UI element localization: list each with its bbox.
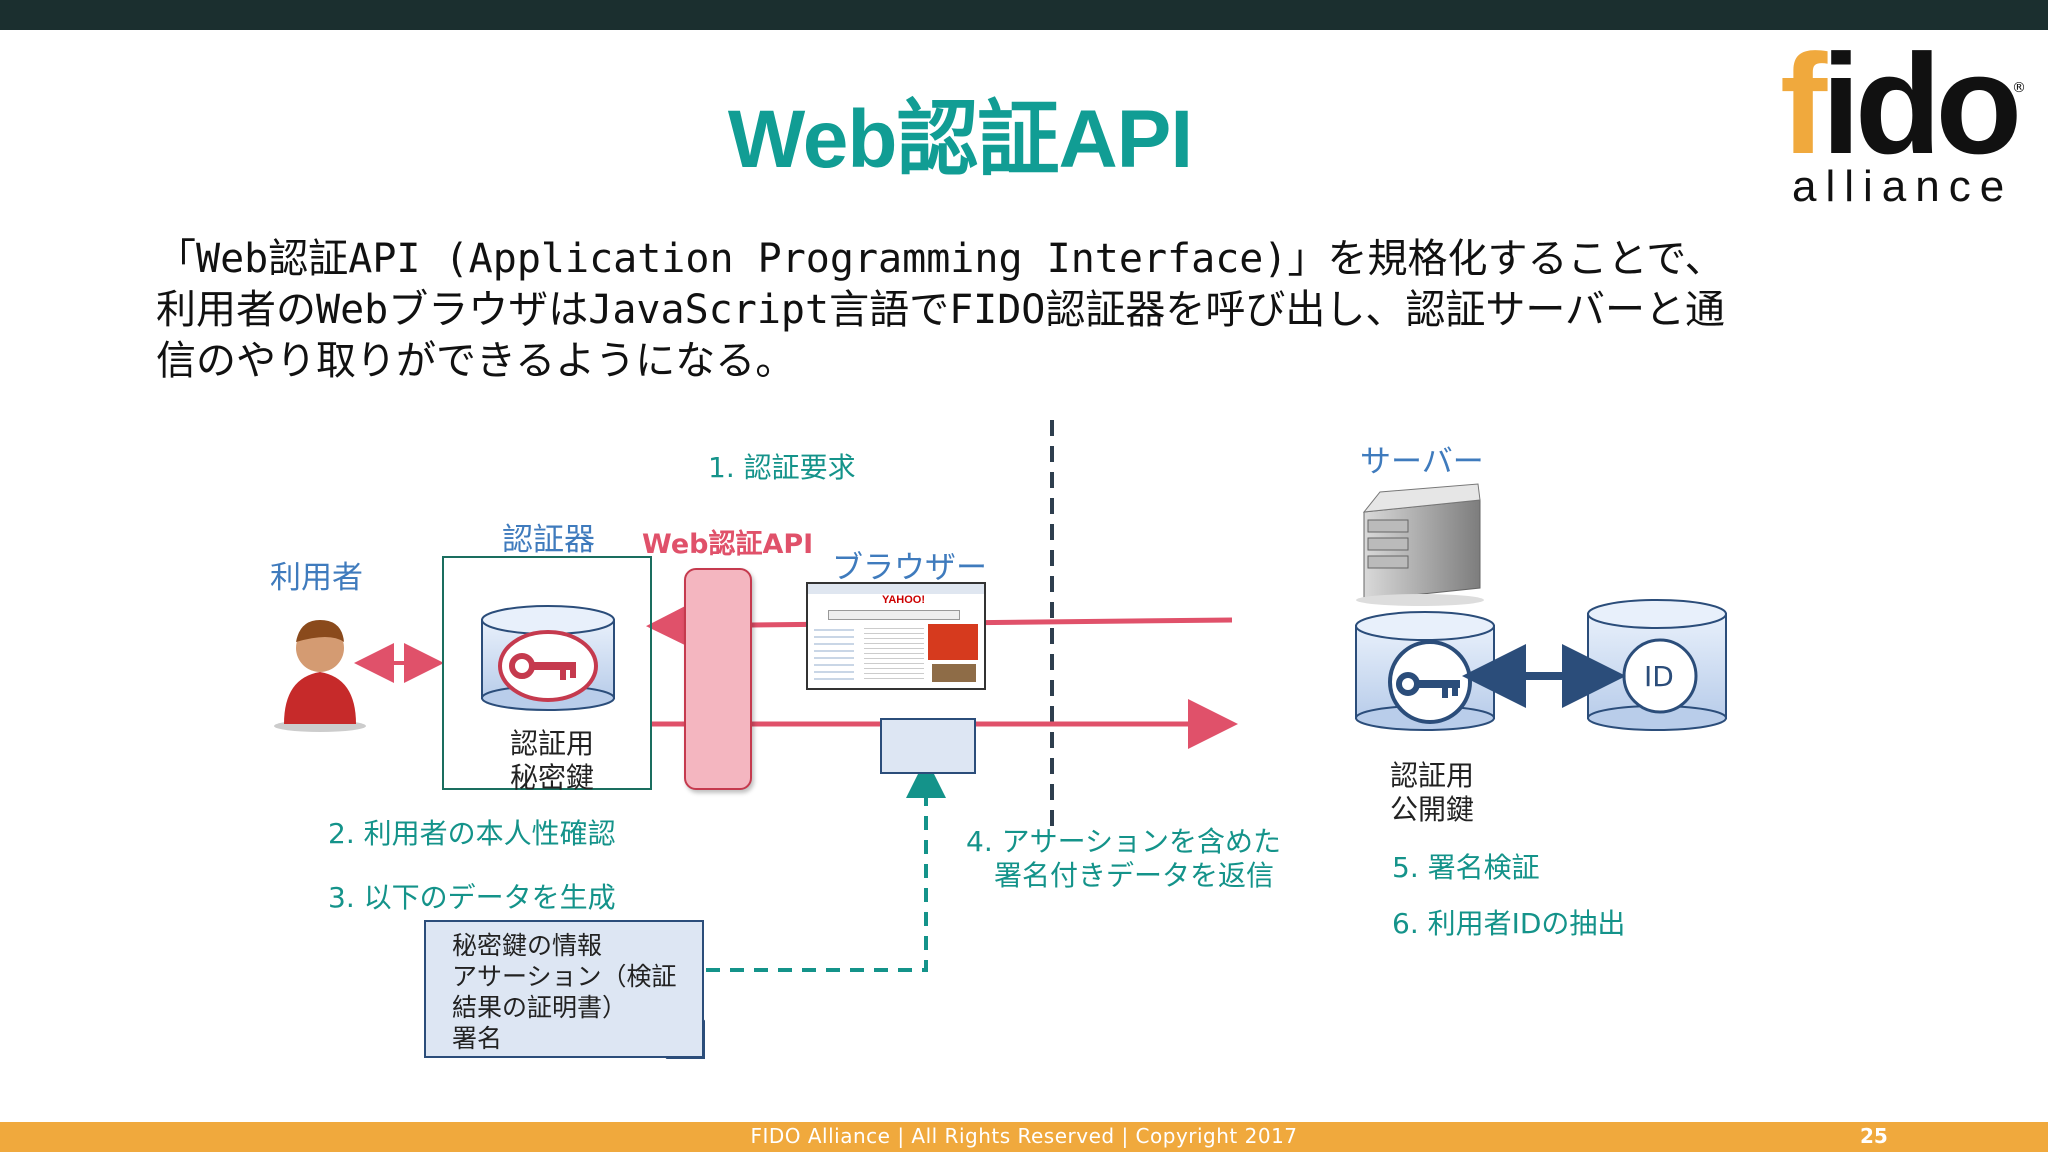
private-key-label-2: 秘密鍵: [510, 761, 595, 794]
footer-copyright: FIDO Alliance | All Rights Reserved | Co…: [750, 1124, 1298, 1148]
fido-alliance-logo: fido ® alliance: [1780, 25, 2026, 212]
private-key-label-1: 認証用: [510, 727, 595, 760]
id-label: ID: [1644, 660, 1674, 693]
step4-label-2: 署名付きデータを返信: [994, 859, 1275, 892]
step1-label: 1. 認証要求: [708, 451, 856, 484]
generated-data-box: 秘密鍵の情報 アサーション（検証 結果の証明書） 署名: [424, 920, 704, 1058]
browser-window: YAHOO!: [806, 582, 986, 690]
return-path: [706, 758, 946, 972]
top-bar: [0, 0, 2048, 30]
slide-title: Web認証API: [727, 94, 1193, 185]
step4-label-1: 4. アサーションを含めた: [966, 825, 1282, 858]
browser-label: ブラウザー: [832, 550, 987, 586]
assertion-document: [880, 718, 976, 774]
web-auth-api-bar: [684, 568, 752, 790]
server-icon: [1356, 483, 1484, 606]
web-auth-api-label: Web認証API: [642, 529, 814, 560]
private-key-icon: [498, 630, 598, 702]
paragraph-line: 信のやり取りができるようになる。: [156, 338, 796, 384]
authenticator-label: 認証器: [502, 522, 595, 558]
public-key-icon: [1388, 640, 1472, 724]
paragraph-line: 「Web認証API (Application Programming Inter…: [156, 236, 1725, 282]
public-key-label-2: 公開鍵: [1390, 793, 1475, 826]
page-number: 25: [1860, 1124, 1888, 1148]
step3-label: 3. 以下のデータを生成: [328, 881, 616, 914]
paragraph-line: 利用者のWebブラウザはJavaScript言語でFIDO認証器を呼び出し、認証…: [156, 287, 1725, 333]
server-label: サーバー: [1360, 444, 1484, 480]
step2-label: 2. 利用者の本人性確認: [328, 817, 616, 850]
user-label: 利用者: [270, 560, 363, 596]
data-item: 結果の証明書）: [452, 993, 628, 1022]
public-key-label-1: 認証用: [1390, 759, 1475, 792]
footer-bar: [0, 1122, 2048, 1152]
step5-label: 5. 署名検証: [1392, 851, 1540, 884]
data-item: 秘密鍵の情報: [452, 931, 603, 960]
data-item: 署名: [452, 1024, 503, 1053]
data-item: アサーション（検証: [452, 962, 677, 991]
intro-paragraph: 「Web認証API (Application Programming Inter…: [156, 234, 1856, 387]
step6-label: 6. 利用者IDの抽出: [1392, 907, 1626, 940]
browser-site-logo: YAHOO!: [882, 594, 925, 606]
authenticator-box: [442, 556, 652, 790]
user-person-icon: [274, 620, 366, 732]
